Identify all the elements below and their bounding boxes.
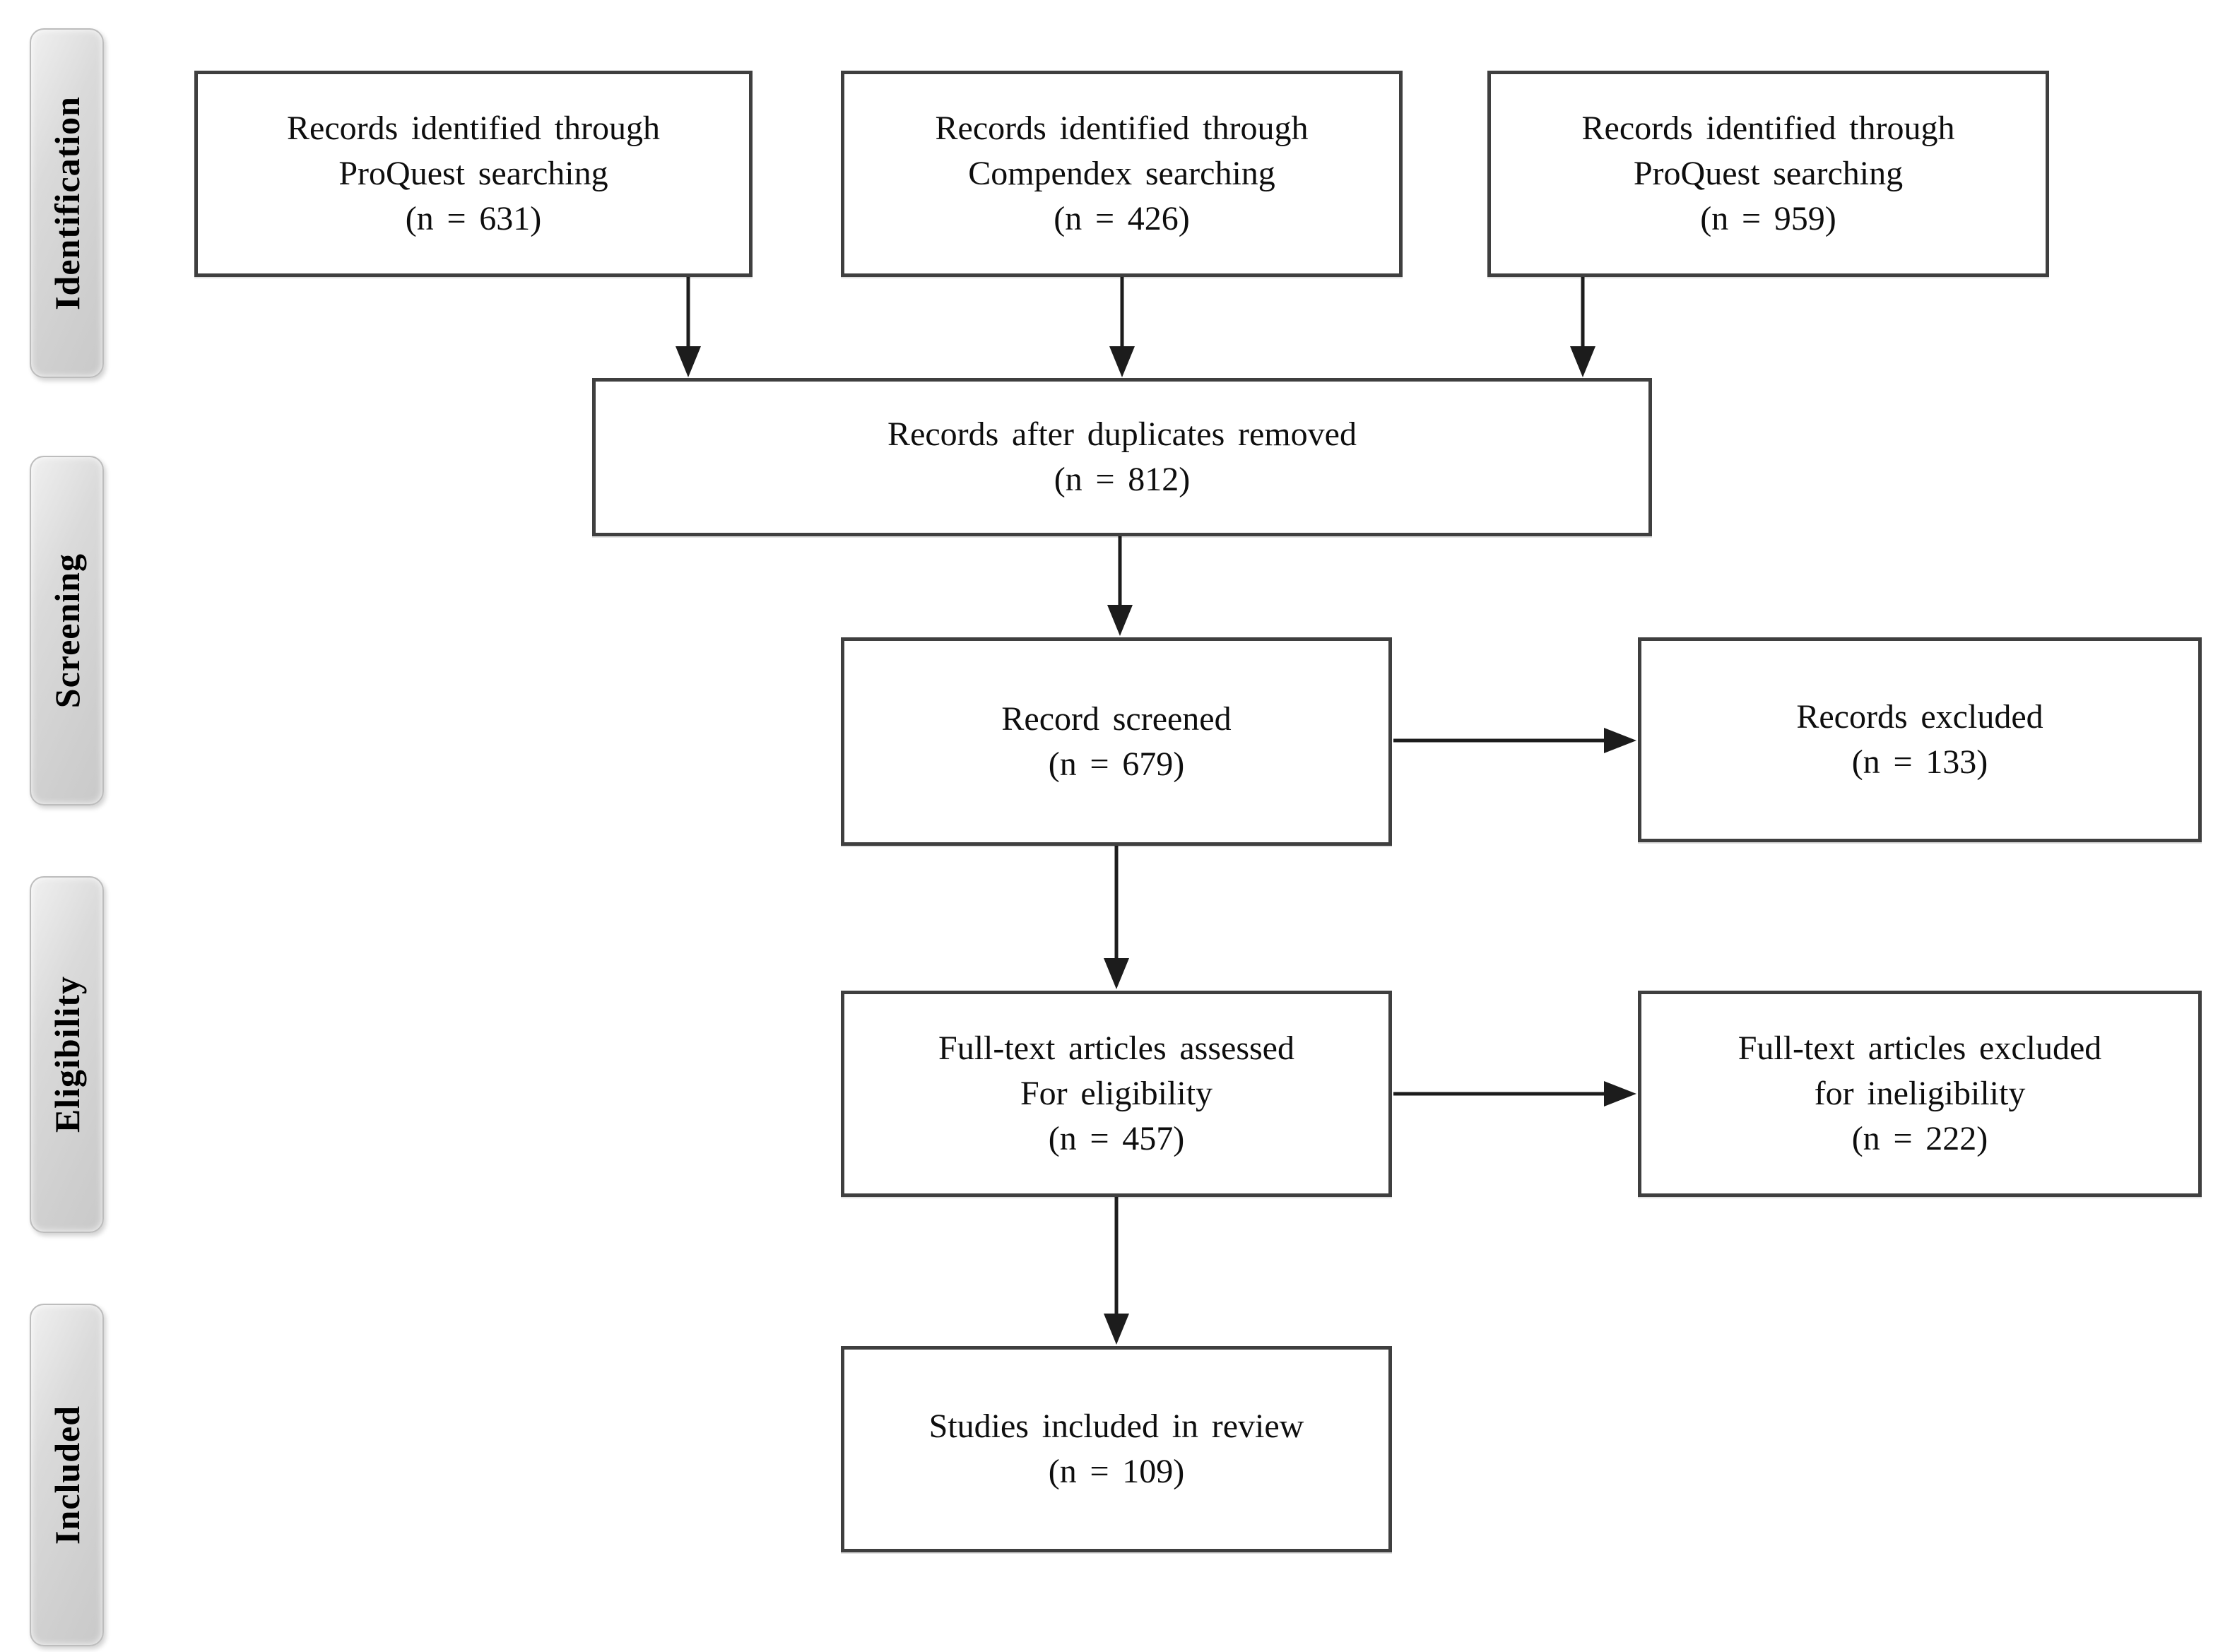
box-text-line: ProQuest searching [1633, 155, 1904, 192]
box-count: (n = 133) [1851, 743, 1988, 781]
stage-label-identification: Identification [30, 28, 104, 378]
box-count: (n = 812) [1054, 461, 1191, 498]
box-text-line: Full-text articles assessed [938, 1029, 1294, 1067]
arrow-screened-to-excluded [1393, 728, 1636, 753]
arrow-screened-to-assessed [1104, 846, 1129, 989]
stage-label-text: Screening [47, 553, 87, 709]
box-count: (n = 959) [1700, 200, 1836, 237]
box-text-line: Studies included in review [928, 1408, 1304, 1445]
box-text-line: Full-text articles excluded [1738, 1029, 2102, 1067]
arrow-proquest2-to-duplicates [1570, 277, 1595, 377]
box-count: (n = 426) [1054, 200, 1190, 237]
box-records-identified-proquest-2: Records identified through ProQuest sear… [1487, 71, 2049, 277]
box-records-screened: Record screened (n = 679) [841, 637, 1392, 846]
box-text-line: Records identified through [287, 110, 660, 147]
box-text-line: Records identified through [1581, 110, 1955, 147]
arrow-assessed-to-included [1104, 1197, 1129, 1345]
box-records-after-duplicates-removed: Records after duplicates removed (n = 81… [592, 378, 1652, 536]
stage-label-eligibility: Eligibility [30, 876, 104, 1233]
stage-label-included: Included [30, 1304, 104, 1646]
arrow-assessed-to-ftexcluded [1393, 1081, 1636, 1107]
box-records-excluded: Records excluded (n = 133) [1638, 637, 2202, 842]
arrow-proquest1-to-duplicates [676, 277, 701, 377]
box-fulltext-excluded: Full-text articles excluded for ineligib… [1638, 991, 2202, 1197]
box-text-line: Compendex searching [968, 155, 1275, 192]
box-count: (n = 457) [1048, 1120, 1185, 1157]
stage-label-text: Identification [47, 96, 87, 310]
box-records-identified-proquest-1: Records identified through ProQuest sear… [194, 71, 753, 277]
arrow-duplicates-to-screened [1107, 536, 1133, 636]
box-text-line: Records excluded [1796, 698, 2043, 736]
box-text-line: ProQuest searching [338, 155, 608, 192]
box-text-line: Record screened [1001, 700, 1232, 738]
stage-label-screening: Screening [30, 456, 104, 806]
stage-label-text: Eligibility [47, 976, 87, 1133]
stage-label-text: Included [47, 1405, 87, 1545]
box-fulltext-assessed: Full-text articles assessed For eligibil… [841, 991, 1392, 1197]
box-count: (n = 679) [1048, 745, 1185, 783]
box-count: (n = 631) [405, 200, 542, 237]
arrow-compendex-to-duplicates [1109, 277, 1135, 377]
box-records-identified-compendex: Records identified through Compendex sea… [841, 71, 1403, 277]
box-text-line: Records after duplicates removed [887, 415, 1357, 453]
box-text-line: for ineligibility [1814, 1075, 2026, 1112]
box-text-line: For eligibility [1020, 1075, 1213, 1112]
box-count: (n = 109) [1048, 1453, 1185, 1490]
box-text-line: Records identified through [935, 110, 1309, 147]
box-count: (n = 222) [1851, 1120, 1988, 1157]
box-studies-included: Studies included in review (n = 109) [841, 1346, 1392, 1552]
